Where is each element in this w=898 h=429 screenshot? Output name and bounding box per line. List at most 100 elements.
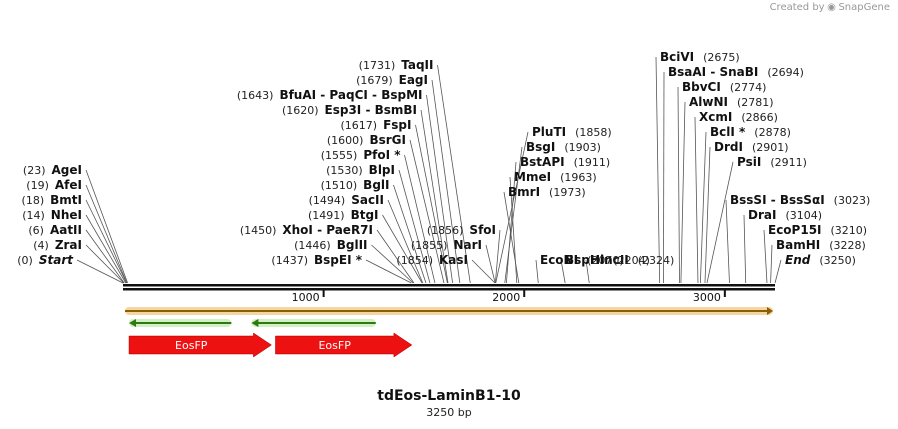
site-position: (1446) <box>294 239 331 252</box>
site-leader <box>376 229 415 284</box>
ruler-tick-1000 <box>322 290 325 297</box>
site-position: (1510) <box>321 179 358 192</box>
site-position: (1450) <box>240 224 277 237</box>
site-leader <box>485 244 496 284</box>
site-name: Esp3I - BsmBI <box>325 103 417 117</box>
site-name: BmtI <box>50 193 82 207</box>
site-position: (1617) <box>341 119 378 132</box>
site-leader <box>404 154 436 284</box>
site-position: (1620) <box>282 104 319 117</box>
site-position: (1555) <box>321 149 358 162</box>
plasmid-title: tdEos-LaminB1-10 <box>377 388 521 404</box>
site-name: BclI * <box>710 125 746 139</box>
site-leader <box>431 79 461 284</box>
site-leader <box>680 101 686 284</box>
site-name: ZraI <box>55 238 82 252</box>
site-position: (1643) <box>237 89 274 102</box>
site-name: PluTI <box>532 125 566 139</box>
site-leader <box>76 259 124 284</box>
site-leader <box>699 131 707 284</box>
site-position: (1437) <box>271 254 308 267</box>
site-leader <box>677 86 680 284</box>
site-position: (3023) <box>834 194 871 207</box>
site-name: PfoI * <box>363 148 401 162</box>
site-leader <box>560 259 566 284</box>
site-name: Start <box>39 253 74 267</box>
site-position: (14) <box>22 209 45 222</box>
site-name: BsaAI - SnaBI <box>668 65 758 79</box>
site-position: (2781) <box>737 96 774 109</box>
site-leader <box>426 94 454 284</box>
site-name: BglI <box>363 178 389 192</box>
feature-arrow-eosfp <box>128 332 272 358</box>
site-name: BfuAI - PaqCI - BspMI <box>279 88 422 102</box>
site-leader <box>770 244 773 284</box>
ruler-label-1000: 1000 <box>292 291 320 304</box>
site-position: (3210) <box>831 224 868 237</box>
site-leader <box>704 146 711 284</box>
site-position: (2878) <box>754 126 791 139</box>
ruler-label-3000: 3000 <box>693 291 721 304</box>
site-leader <box>655 56 661 284</box>
site-leader <box>503 191 520 284</box>
feature-arrow-eosfp <box>275 332 413 358</box>
site-name: BbvCI <box>682 80 721 94</box>
orf-arrow-head <box>766 307 773 315</box>
site-leader <box>504 146 523 284</box>
site-position: (2901) <box>752 141 789 154</box>
site-name: End <box>785 253 811 267</box>
site-name: BglII <box>337 238 368 252</box>
site-leader <box>85 214 127 284</box>
site-position: (1530) <box>326 164 363 177</box>
site-position: (2204) <box>613 254 650 267</box>
site-position: (6) <box>28 224 44 237</box>
site-name: BciVI <box>660 50 694 64</box>
feature-label-eosfp: EosFP <box>318 339 351 352</box>
site-position: (1856) <box>427 224 464 237</box>
site-position: (18) <box>22 194 45 207</box>
plasmid-size: 3250 bp <box>426 406 472 419</box>
site-name: AgeI <box>52 163 82 177</box>
site-name: BssSI - BssSαI <box>730 193 825 207</box>
site-leader <box>774 259 782 284</box>
site-name: DrdI <box>714 140 743 154</box>
site-position: (2070) <box>587 254 624 267</box>
site-leader <box>535 259 539 284</box>
site-position: (0) <box>17 254 33 267</box>
site-name: AlwNI <box>689 95 728 109</box>
site-leader <box>398 169 431 284</box>
site-position: (1494) <box>309 194 346 207</box>
site-name: AatII <box>50 223 82 237</box>
site-leader <box>393 184 427 284</box>
site-name: HincII <box>590 253 629 267</box>
site-name: TaqII <box>401 58 433 72</box>
site-name: BsrGI <box>369 133 406 147</box>
site-leader <box>415 124 448 284</box>
site-position: (1855) <box>411 239 448 252</box>
site-name: BstAPI <box>520 155 565 169</box>
ruler-tick-3000 <box>723 290 726 297</box>
site-name: AfeI <box>55 178 82 192</box>
site-position: (3250) <box>819 254 856 267</box>
site-leader <box>85 229 125 284</box>
site-position: (2694) <box>767 66 804 79</box>
site-position: (2866) <box>741 111 778 124</box>
snapgene-credit: Created by ◉ SnapGene <box>770 2 890 13</box>
site-leader <box>85 244 125 284</box>
site-name: PsiI <box>737 155 761 169</box>
site-position: (1963) <box>560 171 597 184</box>
site-leader <box>409 139 445 284</box>
site-name: SacII <box>351 193 384 207</box>
site-name: XhoI - PaeR7I <box>282 223 373 237</box>
site-leader <box>763 229 768 284</box>
site-position: (4) <box>33 239 49 252</box>
site-name: BlpI <box>369 163 395 177</box>
site-name: EcoNI <box>540 253 578 267</box>
site-name: DraI <box>748 208 776 222</box>
site-position: (2675) <box>703 51 740 64</box>
site-leader <box>85 199 127 284</box>
site-leader <box>663 71 665 284</box>
site-leader <box>382 214 423 284</box>
site-leader <box>420 109 449 284</box>
